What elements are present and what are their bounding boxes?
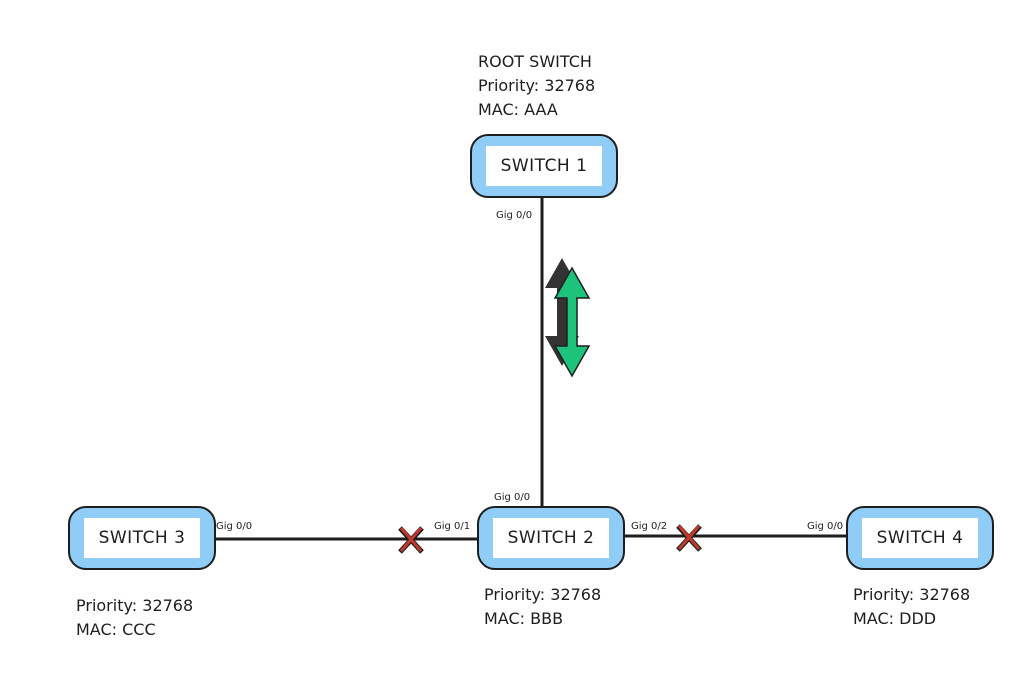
switch-1-priority: Priority: 32768 xyxy=(478,76,596,95)
switch-2-priority: Priority: 32768 xyxy=(484,585,602,604)
switch-3[interactable]: SWITCH 3 xyxy=(68,506,216,570)
switch-1-mac: MAC: AAA xyxy=(478,100,558,119)
root-switch-label: ROOT SWITCH xyxy=(478,52,592,71)
switch-2[interactable]: SWITCH 2 xyxy=(477,506,625,570)
switch-4-label: SWITCH 4 xyxy=(862,518,978,558)
switch-3-priority: Priority: 32768 xyxy=(76,596,194,615)
switch-1-info: ROOT SWITCH Priority: 32768 MAC: AAA xyxy=(478,50,595,122)
switch-2-port-left-label: Gig 0/1 xyxy=(434,521,471,532)
switch-3-mac: MAC: CCC xyxy=(76,620,156,639)
switch-3-label: SWITCH 3 xyxy=(84,518,200,558)
switch-2-mac: MAC: BBB xyxy=(484,609,564,628)
switch-4-info: Priority: 32768 MAC: DDD xyxy=(853,583,970,631)
switch-3-info: Priority: 32768 MAC: CCC xyxy=(76,594,193,642)
switch-2-info: Priority: 32768 MAC: BBB xyxy=(484,583,601,631)
double-arrow-icon xyxy=(545,258,591,378)
switch-2-label: SWITCH 2 xyxy=(493,518,609,558)
switch-3-port-label: Gig 0/0 xyxy=(216,521,253,532)
switch-4-port-label: Gig 0/0 xyxy=(807,521,844,532)
switch-1[interactable]: SWITCH 1 xyxy=(470,134,618,198)
x-mark-icon xyxy=(398,526,424,554)
switch-4-priority: Priority: 32768 xyxy=(853,585,971,604)
switch-4[interactable]: SWITCH 4 xyxy=(846,506,994,570)
switch-4-mac: MAC: DDD xyxy=(853,609,937,628)
switch-2-port-up-label: Gig 0/0 xyxy=(494,492,531,503)
switch-1-label: SWITCH 1 xyxy=(486,146,602,186)
switch-1-port-label: Gig 0/0 xyxy=(496,210,533,221)
switch-2-port-right-label: Gig 0/2 xyxy=(631,521,668,532)
x-mark-icon xyxy=(676,524,702,552)
